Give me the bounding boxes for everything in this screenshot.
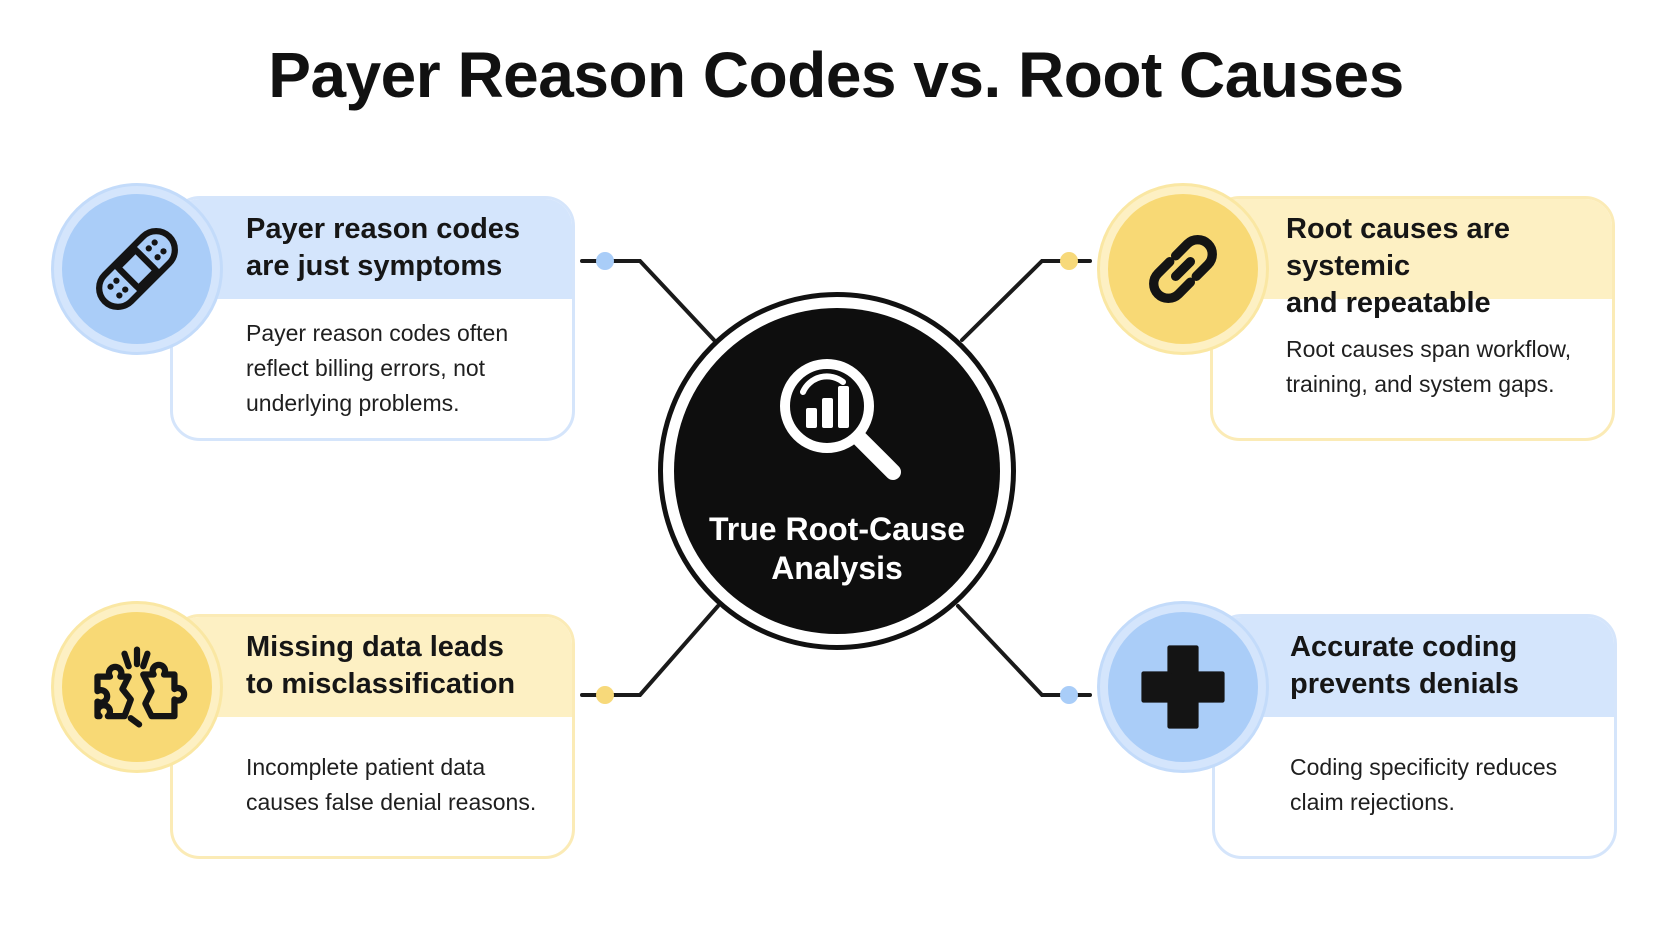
card-heading: Accurate coding prevents denials [1290,631,1519,700]
connector-bottom-right [956,604,1092,697]
connector-bottom-left [580,604,720,697]
page-title: Payer Reason Codes vs. Root Causes [268,39,1404,111]
bandage-icon [96,228,178,310]
badge-chain [1100,186,1266,352]
broken-puzzle-icon [94,646,188,728]
center-hub: True Root-Cause Analysis [658,292,1016,650]
badge-cross [1100,604,1266,770]
card-header-band [1213,199,1612,299]
connector-dot-top-right [1060,252,1078,270]
magnifier-chart-icon [780,359,901,480]
card-root-causes: Root causes are systemic and repeatable … [1210,196,1615,441]
chain-link-icon [1149,235,1217,303]
center-hub-disc: True Root-Cause Analysis [674,308,1000,634]
card-heading: Missing data leads to misclassification [246,631,516,700]
card-body: Payer reason codes often reflect billing… [246,320,509,416]
connector-dot-bottom-left [596,686,614,704]
medical-cross-icon [1141,645,1225,729]
badge-bandage [54,186,220,352]
connector-dot-top-left [596,252,614,270]
card-header-band [173,617,572,717]
connector-top-right [960,259,1092,342]
card-body: Root causes span workflow, training, and… [1286,336,1572,397]
connector-dot-bottom-right [1060,686,1078,704]
badge-puzzle [54,604,220,770]
center-label: True Root-Cause Analysis [708,511,966,586]
card-heading: Root causes are systemic and repeatable [1286,213,1511,319]
card-heading: Payer reason codes are just symptoms [246,213,521,282]
card-accurate-coding: Accurate coding prevents denials Coding … [1212,614,1617,859]
card-missing-data: Missing data leads to misclassification … [170,614,575,859]
connector-top-left [580,259,716,342]
card-body: Coding specificity reduces claim rejecti… [1290,754,1558,815]
card-header-band [173,199,572,299]
card-header-band [1215,617,1614,717]
card-symptoms: Payer reason codes are just symptoms Pay… [170,196,575,441]
card-body: Incomplete patient data causes false den… [246,754,537,815]
